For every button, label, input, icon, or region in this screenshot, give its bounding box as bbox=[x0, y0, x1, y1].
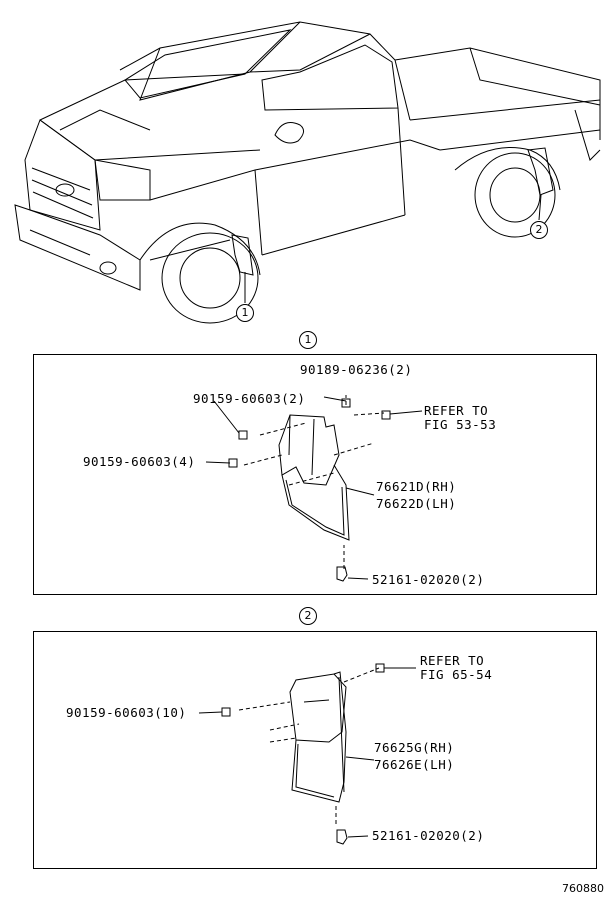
figure-number: 760880 bbox=[562, 882, 604, 895]
section-1-part-rh-label: 76621D(RH) bbox=[376, 479, 457, 494]
section-1-parts-drawing bbox=[205, 395, 423, 582]
callout-1-marker: 1 bbox=[236, 304, 254, 322]
section-1-bolt-top-label: 90189-06236(2) bbox=[300, 362, 413, 377]
section-1-part-lh-label: 76622D(LH) bbox=[376, 496, 457, 511]
section-2-panel bbox=[33, 631, 597, 869]
section-1-refer-line-1: REFER TO bbox=[424, 403, 489, 418]
section-1-marker: 1 bbox=[299, 331, 317, 349]
section-2-refer-line-2: FIG 65-54 bbox=[420, 667, 493, 682]
section-1-bolt-left-lower-label: 90159-60603(4) bbox=[83, 454, 196, 469]
section-1-bolt-left-upper-label: 90159-60603(2) bbox=[193, 391, 306, 406]
section-2-marker: 2 bbox=[299, 607, 317, 625]
section-2-part-lh-label: 76626E(LH) bbox=[374, 757, 455, 772]
section-2-parts-drawing bbox=[198, 663, 416, 845]
section-1-clip-label: 52161-02020(2) bbox=[372, 572, 485, 587]
section-2-refer-line-1: REFER TO bbox=[420, 653, 485, 668]
section-2-bolt-left-label: 90159-60603(10) bbox=[66, 705, 187, 720]
truck-illustration bbox=[14, 21, 601, 324]
section-2-clip-label: 52161-02020(2) bbox=[372, 828, 485, 843]
callout-2-marker: 2 bbox=[530, 221, 548, 239]
section-1-refer-line-2: FIG 53-53 bbox=[424, 417, 497, 432]
section-2-part-rh-label: 76625G(RH) bbox=[374, 740, 455, 755]
section-1-panel bbox=[33, 354, 597, 595]
